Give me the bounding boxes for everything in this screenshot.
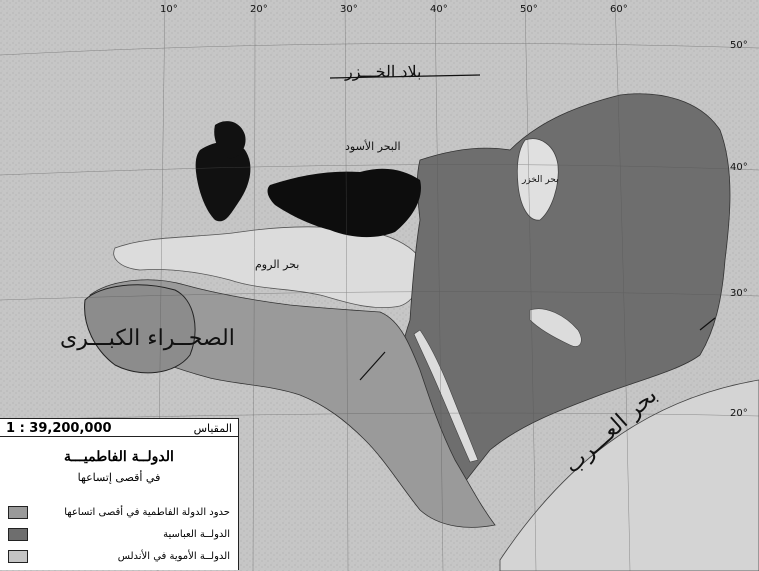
black-sea-label: البحر الأسود	[345, 140, 401, 153]
sahara-pointer-line	[359, 351, 386, 381]
great-sahara-label: الصحــراء الكبـــرى	[60, 326, 235, 351]
khazar-country-label: بلاد الخـــزر	[345, 62, 422, 81]
lon-label-40: 40°	[430, 4, 448, 15]
khazar-pointer-line	[329, 74, 481, 79]
lat-label-30: 30°	[730, 288, 748, 299]
legend-label-abbasid: الدولــة العباسية	[163, 528, 230, 540]
lon-label-60: 60°	[610, 4, 628, 15]
mediterranean-sea	[113, 226, 422, 309]
caspian-label: بحر الخزر	[522, 175, 559, 185]
byzantine-region	[267, 168, 421, 238]
caspian-sea	[516, 138, 559, 221]
balkan-dark-region	[214, 121, 246, 159]
legend-subtitle: في أقصى إتساعها	[77, 471, 161, 484]
scale-label: المقياس	[193, 422, 232, 435]
persian-gulf	[529, 308, 582, 347]
lon-label-10: 10°	[160, 4, 178, 15]
lon-label-20: 20°	[250, 4, 268, 15]
italy-dark-region	[195, 141, 251, 222]
sahara-outline	[84, 284, 196, 374]
legend-swatch-fatimid	[8, 505, 28, 519]
lon-label-50: 50°	[520, 4, 538, 15]
lat-label-20: 20°	[730, 408, 748, 419]
legend-swatch-umayyad	[8, 549, 28, 563]
map-legend: الدولــة الفاطميـــة في أقصى إتساعها حدو…	[0, 436, 239, 570]
red-sea	[413, 329, 479, 463]
lon-label-30: 30°	[340, 4, 358, 15]
legend-item-abbasid: الدولــة العباسية	[8, 525, 230, 543]
legend-swatch-abbasid	[8, 527, 28, 541]
legend-label-fatimid: حدود الدولة الفاطمية في أقصى اتساعها	[64, 506, 230, 518]
legend-item-fatimid: حدود الدولة الفاطمية في أقصى اتساعها	[8, 503, 230, 521]
east-pointer-line	[699, 317, 716, 331]
legend-label-umayyad: الدولــة الأموية في الأندلس	[117, 550, 230, 562]
lat-label-50: 50°	[730, 40, 748, 51]
legend-item-umayyad: الدولــة الأموية في الأندلس	[8, 547, 230, 565]
lat-label-40: 40°	[730, 162, 748, 173]
scale-value: 1 : 39,200,000	[6, 421, 112, 436]
scale-box: 1 : 39,200,000 المقياس	[0, 418, 239, 437]
legend-title: الدولــة الفاطميـــة	[64, 449, 174, 465]
roman-sea-label: بحر الروم	[255, 258, 300, 271]
abbasid-region	[393, 93, 731, 521]
